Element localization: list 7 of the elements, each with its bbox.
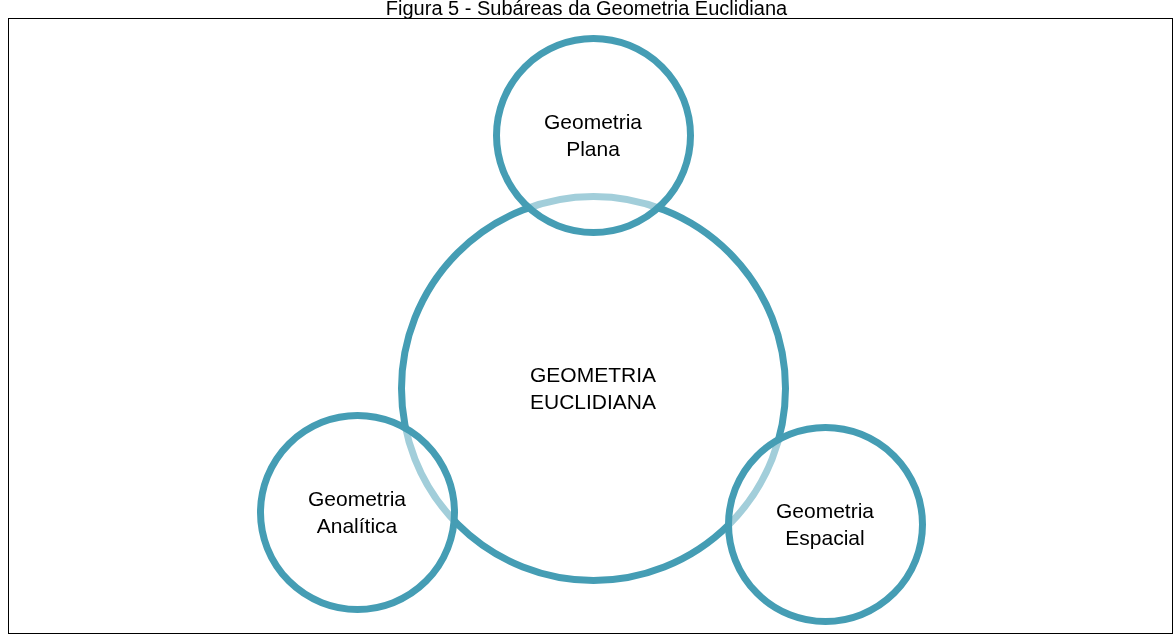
circle-node: [724, 423, 926, 625]
circle-node: [492, 34, 694, 236]
node-label: GEOMETRIA EUCLIDIANA: [528, 362, 657, 415]
node-label: Geometria Plana: [542, 109, 643, 162]
circle-node: [256, 411, 458, 613]
node-label: Geometria Analítica: [306, 486, 407, 539]
node-label: Geometria Espacial: [774, 498, 875, 551]
